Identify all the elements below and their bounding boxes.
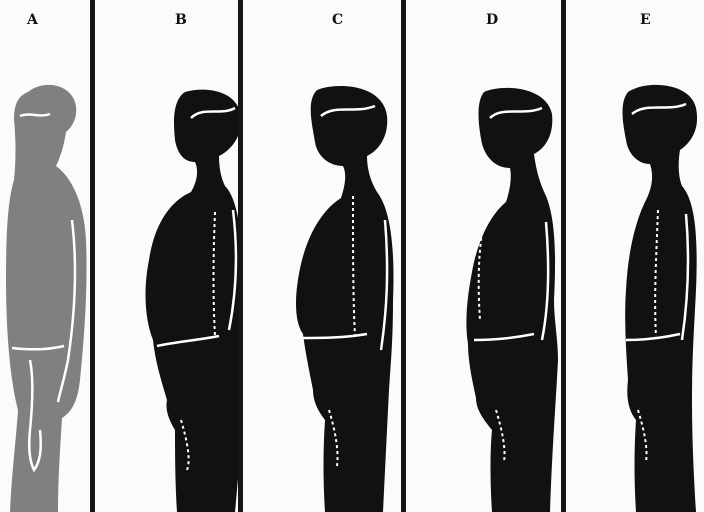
panel-d: D <box>406 0 561 512</box>
panel-b: B <box>95 0 238 512</box>
outline-line-a1 <box>20 114 50 116</box>
body-silhouette-a <box>0 0 90 512</box>
body-silhouette-e <box>566 0 704 512</box>
silhouette-shape-b <box>146 90 238 512</box>
body-silhouette-d <box>406 0 561 512</box>
panel-a: A <box>0 0 90 512</box>
silhouette-shape-c <box>296 86 393 512</box>
silhouette-shape-d <box>466 88 558 512</box>
panel-c: C <box>243 0 401 512</box>
body-silhouette-c <box>243 0 401 512</box>
body-silhouette-b <box>95 0 238 512</box>
panel-e: E <box>566 0 704 512</box>
